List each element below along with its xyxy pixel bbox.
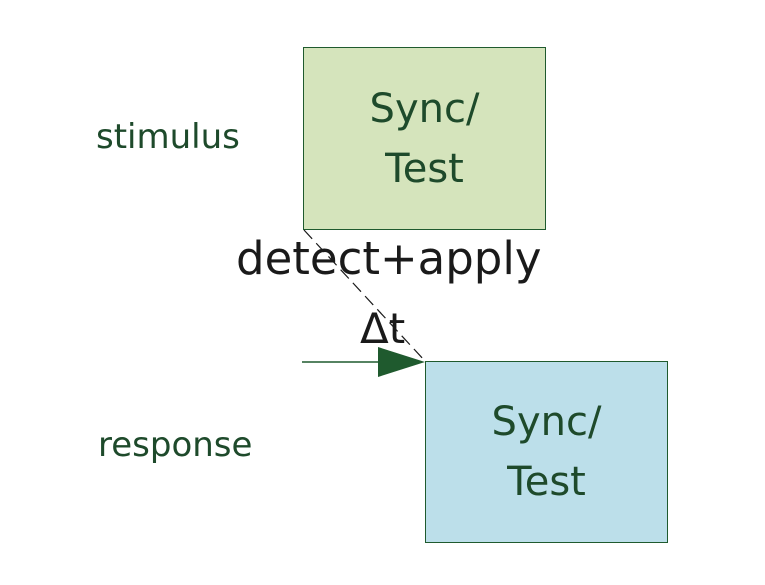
delta-t-caption: Δt — [360, 304, 406, 353]
stimulus-sync-test-box: Sync/ Test — [303, 47, 546, 230]
detect-apply-caption: detect+apply — [236, 232, 542, 285]
delay-dashed-line — [303, 229, 426, 362]
response-box-text: Sync/ Test — [491, 399, 602, 505]
delay-arrowhead-icon — [378, 347, 425, 377]
stimulus-label: stimulus — [96, 117, 240, 157]
stimulus-box-text: Sync/ Test — [369, 85, 480, 192]
response-label: response — [98, 425, 253, 465]
response-sync-test-box: Sync/ Test — [425, 361, 668, 543]
